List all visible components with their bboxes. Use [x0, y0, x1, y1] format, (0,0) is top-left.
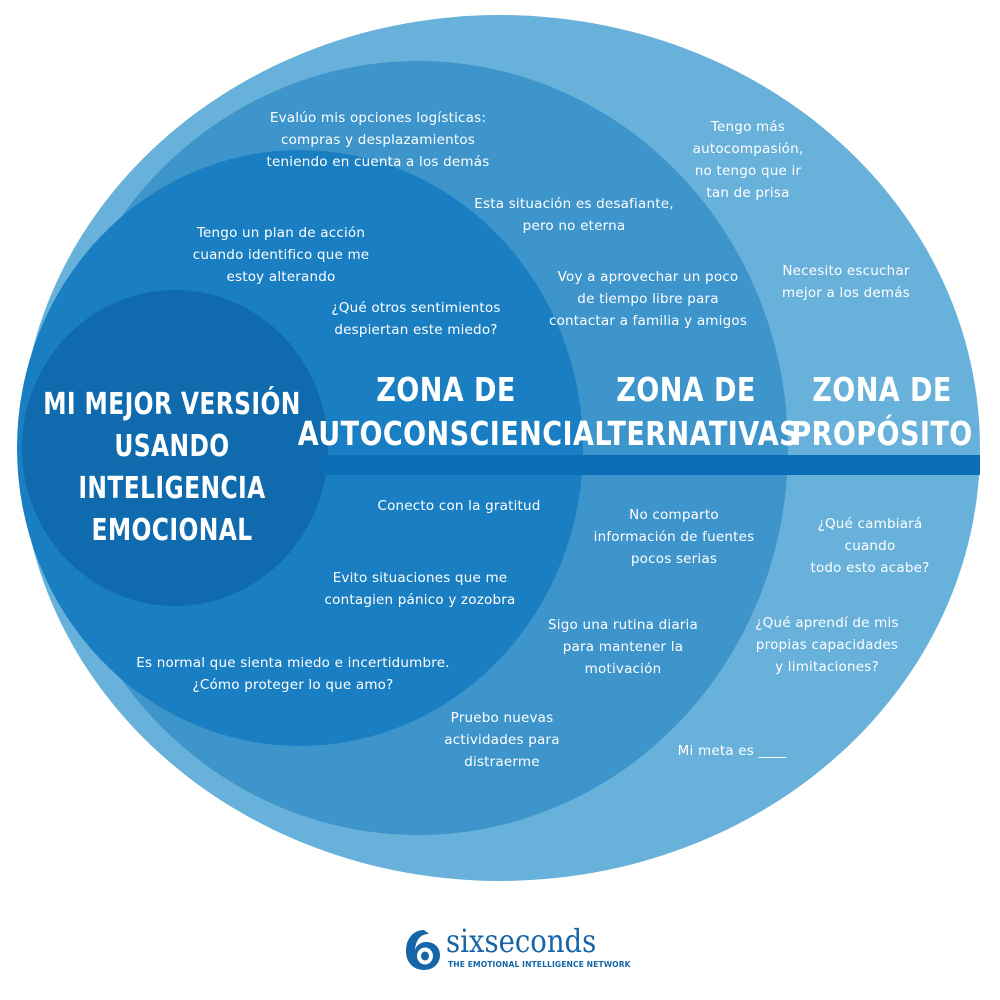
- autoconsciencia-item: Tengo un plan de acción cuando identific…: [192, 225, 370, 285]
- proposito-item: Mi meta es ____: [677, 743, 787, 759]
- autoconsciencia-item: Conecto con la gratitud: [377, 498, 541, 514]
- proposito-item: ¿Qué aprendí de mis propias capacidades …: [755, 615, 899, 675]
- zona-alternativas-title: ZONA DE ALTERNATIVAS: [573, 370, 799, 453]
- alternativas-item: Pruebo nuevas actividades para distraerm…: [444, 710, 560, 770]
- autoconsciencia-item: Evito situaciones que me contagien pánic…: [324, 570, 516, 608]
- alternativas-item: Voy a aprovechar un poco de tiempo libre…: [548, 269, 748, 329]
- sixseconds-logo-icon: [406, 930, 440, 970]
- alternativas-item: Esta situación es desafiante, pero no et…: [474, 196, 674, 234]
- alternativas-item: Sigo una rutina diaria para mantener la …: [548, 617, 698, 677]
- autoconsciencia-item: Es normal que sienta miedo e incertidumb…: [136, 655, 450, 693]
- proposito-item: Necesito escuchar mejor a los demás: [782, 263, 910, 301]
- zona-autoconsciencia-title: ZONA DE AUTOCONSCIENCIA: [297, 370, 595, 453]
- proposito-item: Tengo más autocompasión, no tengo que ir…: [692, 119, 804, 201]
- core-title: MI MEJOR VERSIÓN USANDO INTELIGENCIA EMO…: [43, 387, 301, 548]
- zona-proposito-title: ZONA DE PROPÓSITO: [791, 370, 973, 453]
- alternativas-item: Evalúo mis opciones logísticas: compras …: [266, 110, 490, 170]
- alternativas-item: No comparto información de fuentes pocos…: [593, 507, 755, 567]
- sixseconds-logo: sixseconds THE EMOTIONAL INTELLIGENCE NE…: [404, 922, 631, 982]
- logo-tagline: THE EMOTIONAL INTELLIGENCE NETWORK: [448, 960, 631, 969]
- proposito-item: ¿Qué cambiará cuando todo esto acabe?: [810, 516, 930, 576]
- autoconsciencia-item: ¿Qué otros sentimientos despiertan este …: [331, 300, 501, 338]
- logo-wordmark: sixseconds: [446, 922, 597, 960]
- zone-axis-band: [322, 455, 980, 475]
- core-ellipse: [22, 290, 328, 606]
